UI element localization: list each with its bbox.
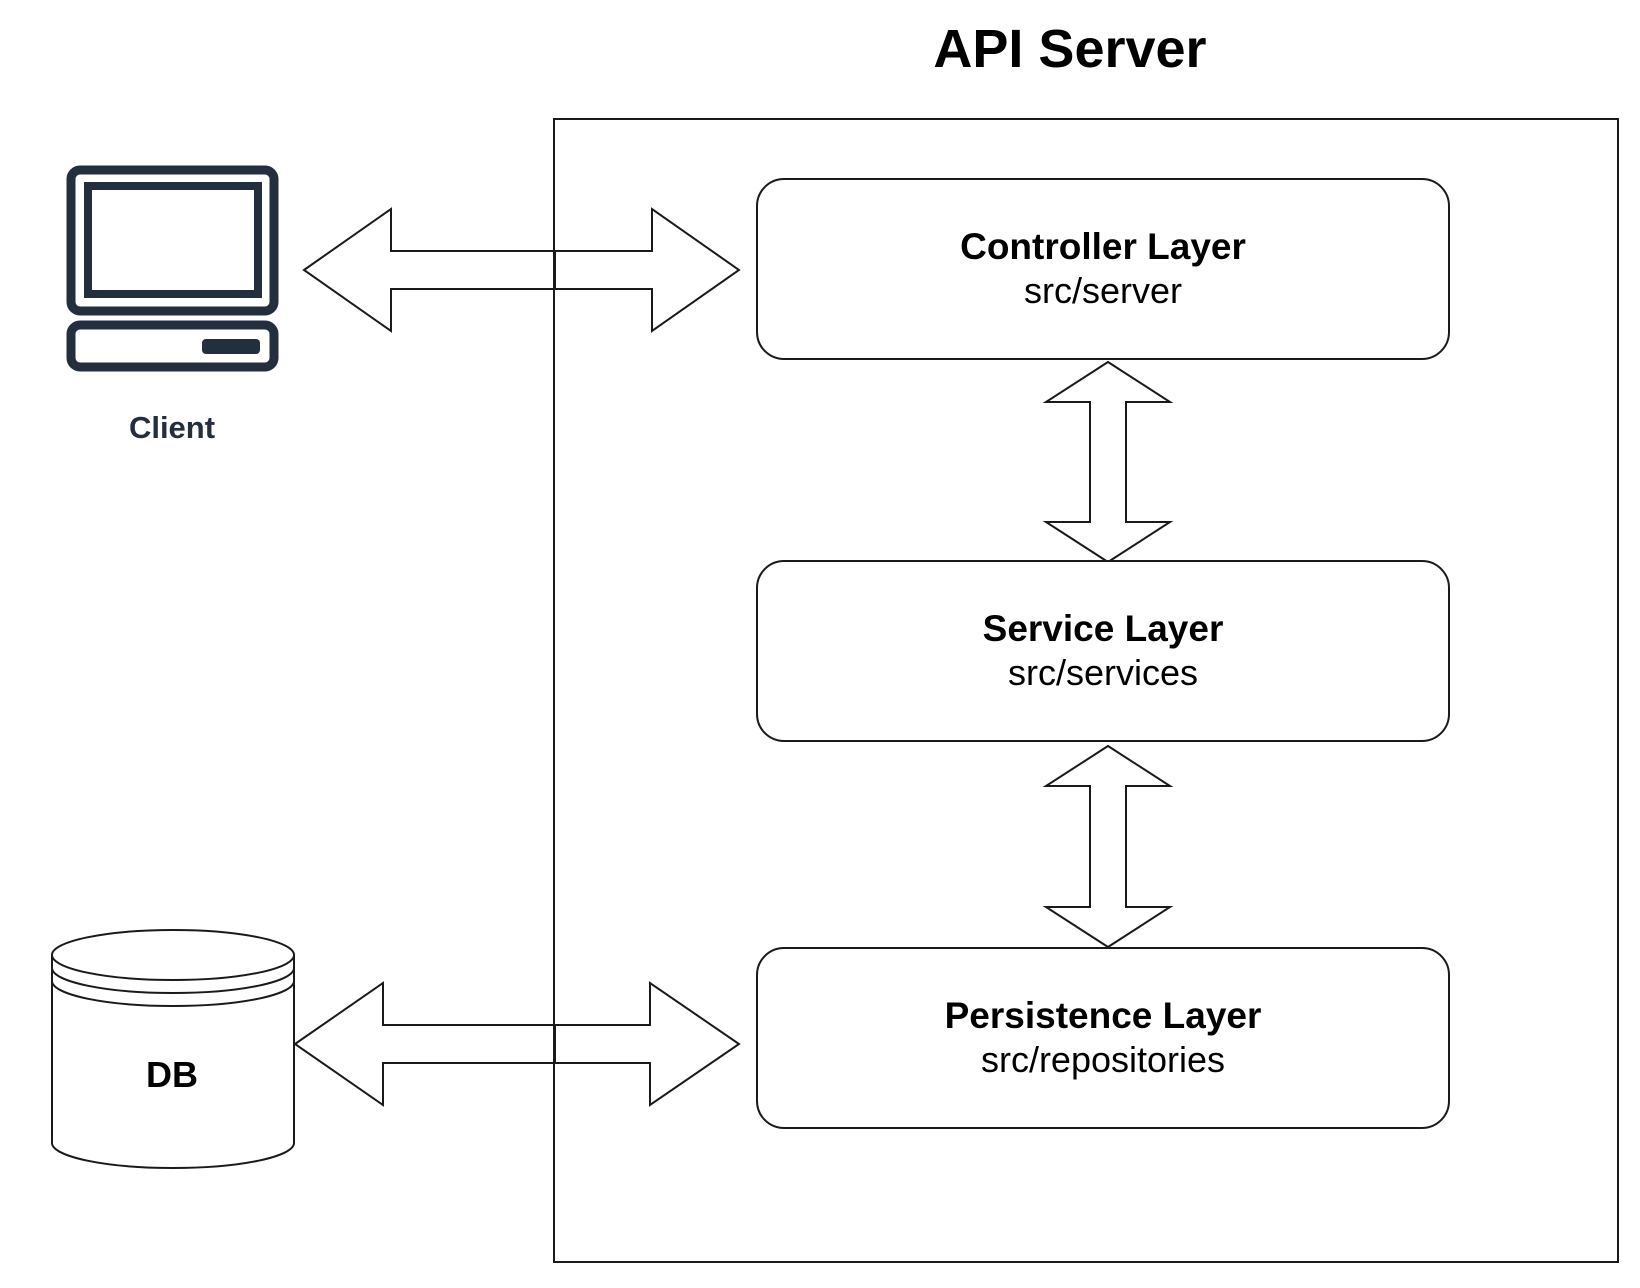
client-label: Client <box>128 410 216 445</box>
diagram-title: API Server <box>933 19 1207 79</box>
cylinder-icon <box>51 929 295 1169</box>
db-persistence-arrow <box>293 981 741 1107</box>
layer-path: src/services <box>1007 652 1199 693</box>
db-label: DB <box>146 1054 198 1095</box>
computer-icon <box>66 165 279 372</box>
layer-path: src/repositories <box>980 1039 1226 1080</box>
api-server-boundary <box>553 118 1619 1263</box>
persistence-layer-box: Persistence Layer src/repositories <box>756 947 1450 1129</box>
controller-layer-box: Controller Layer src/server <box>756 178 1450 360</box>
layer-path: src/server <box>1023 270 1182 311</box>
layer-name: Service Layer <box>982 608 1224 649</box>
layer-name: Persistence Layer <box>944 995 1262 1036</box>
layer-name: Controller Layer <box>960 226 1246 267</box>
service-layer-box: Service Layer src/services <box>756 560 1450 742</box>
client-controller-arrow <box>302 207 741 333</box>
